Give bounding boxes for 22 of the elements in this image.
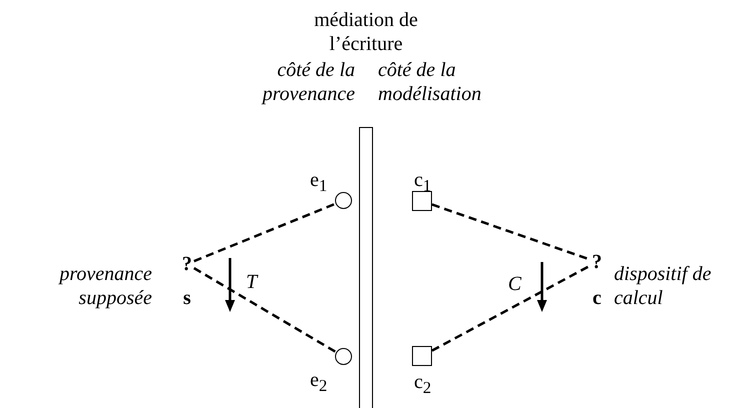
- arrow-label: T: [246, 270, 260, 294]
- square-node: [412, 191, 432, 211]
- circle-node: [335, 348, 352, 365]
- node-caption: dispositif de calcul: [614, 262, 712, 310]
- dashed-line: [194, 202, 336, 262]
- vertical-bar: [359, 127, 373, 408]
- node-symbol: c$_{1}$: [414, 168, 432, 197]
- question-mark: ?: [180, 252, 194, 276]
- dashed-line: [193, 267, 337, 354]
- question-mark: ?: [590, 250, 604, 274]
- side-label: côté de la provenance: [260, 58, 355, 106]
- node-caption: provenance supposée: [58, 262, 152, 310]
- side-label: côté de la modélisation: [378, 58, 482, 106]
- node-symbol: e$_{2}$: [310, 368, 328, 397]
- arrow-label: C: [508, 272, 522, 296]
- node-symbol: s: [182, 286, 192, 310]
- node-symbol: e$_{1}$: [310, 168, 328, 197]
- node-symbol: c: [592, 286, 602, 310]
- node-symbol: c$_{2}$: [414, 370, 432, 399]
- circle-node: [335, 192, 352, 209]
- dashed-line: [431, 264, 591, 352]
- square-node: [412, 346, 432, 366]
